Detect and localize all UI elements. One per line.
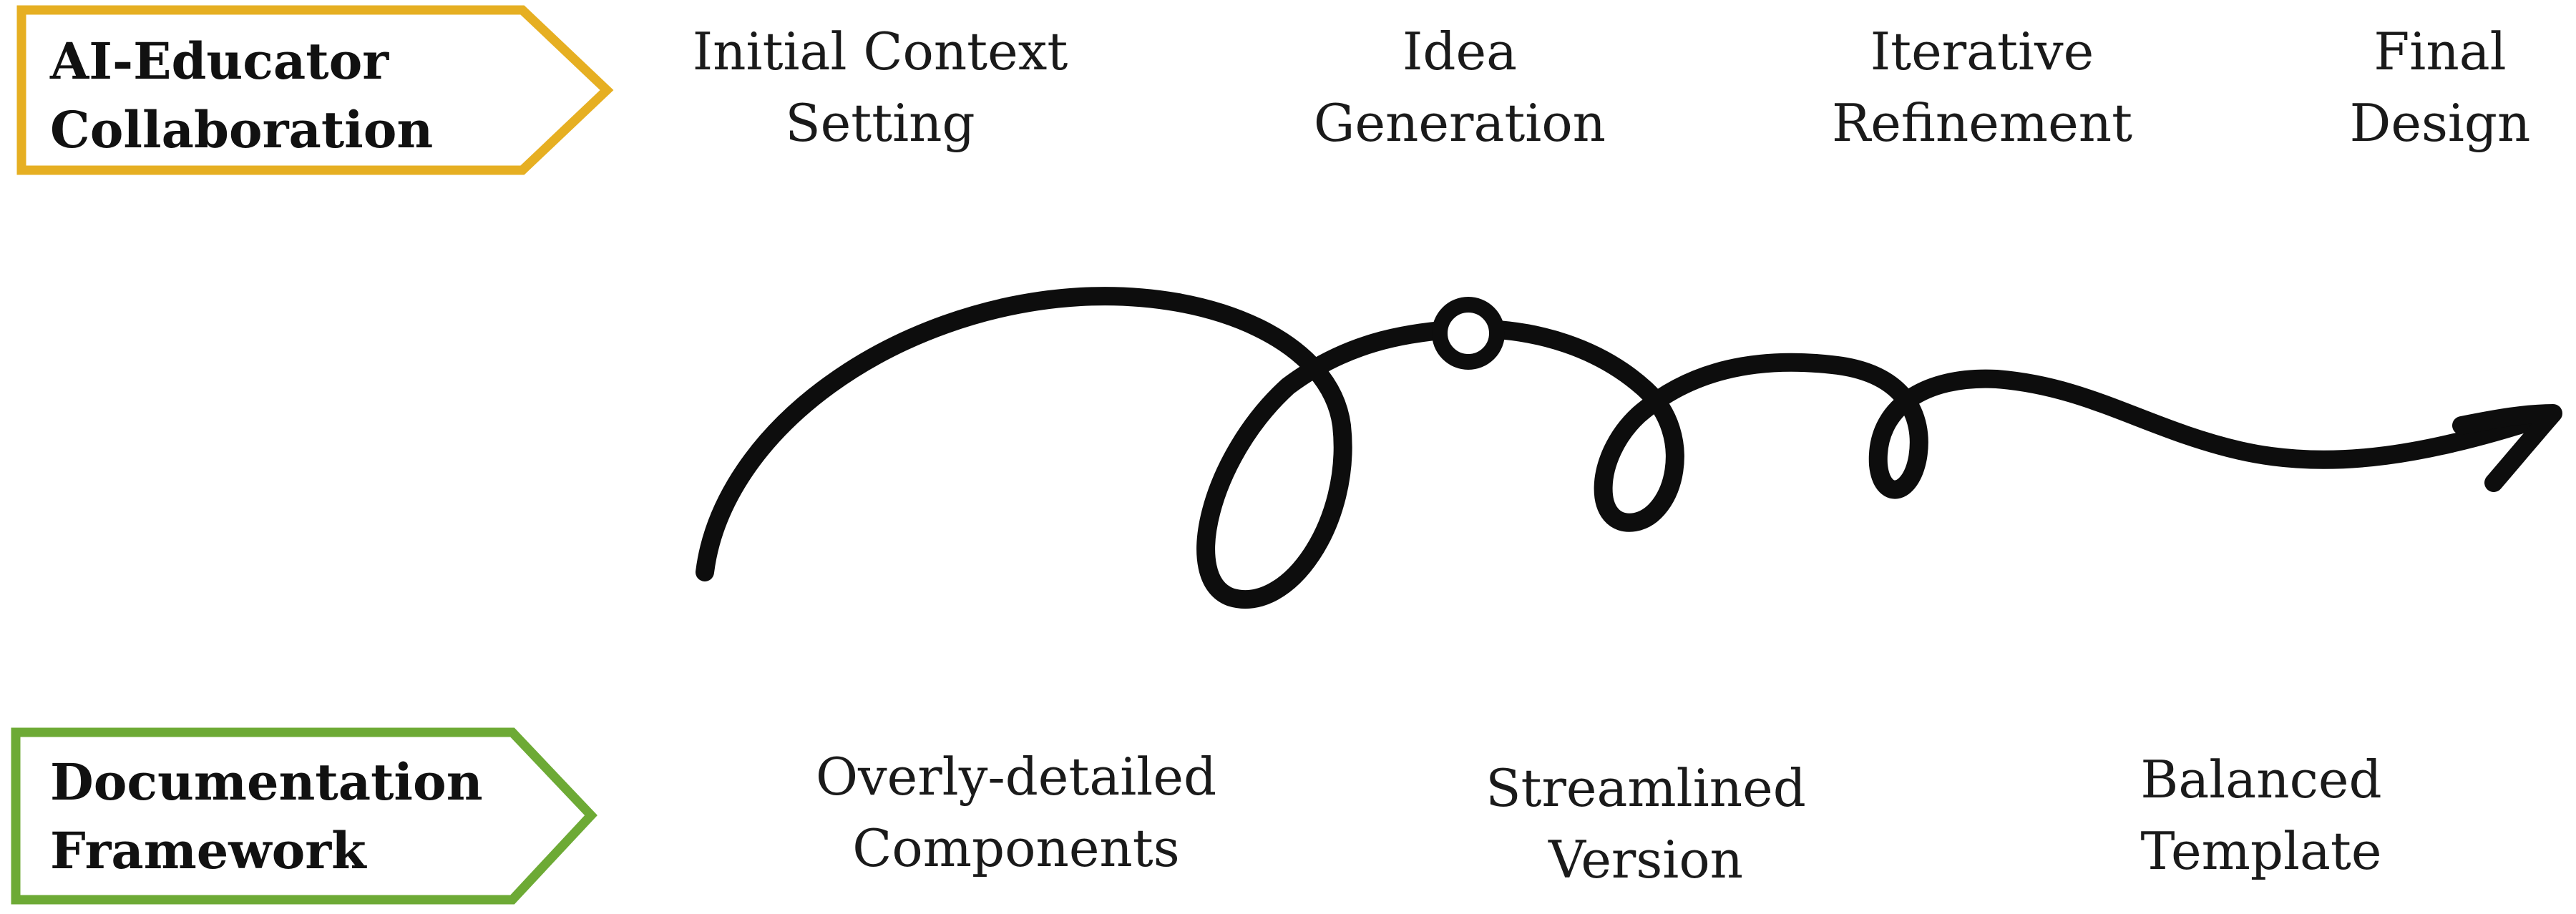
stage-streamlined-version: Streamlined Version bbox=[1485, 758, 1806, 890]
collaboration-tag-label: AI-Educator Collaboration bbox=[50, 31, 434, 159]
stage-idea-generation: Idea Generation bbox=[1313, 21, 1606, 153]
collaboration-tag-shape bbox=[16, 5, 614, 175]
stage-overly-detailed-components: Overly-detailed Components bbox=[815, 747, 1217, 878]
looping-arrow-path bbox=[696, 287, 2560, 609]
stage-final-design: Final Design bbox=[2349, 21, 2531, 153]
documentation-tag-label: Documentation Framework bbox=[50, 752, 483, 880]
curve-node-circle bbox=[1432, 297, 1505, 370]
stage-balanced-template: Balanced Template bbox=[2140, 750, 2382, 881]
collaboration-tag: AI-Educator Collaboration bbox=[0, 0, 644, 193]
stage-initial-context-setting: Initial Context Setting bbox=[692, 21, 1068, 153]
stage-iterative-refinement: Iterative Refinement bbox=[1831, 21, 2132, 153]
arrow-head bbox=[2452, 404, 2562, 492]
documentation-tag-shape bbox=[11, 727, 597, 905]
documentation-tag: Documentation Framework bbox=[0, 721, 644, 914]
